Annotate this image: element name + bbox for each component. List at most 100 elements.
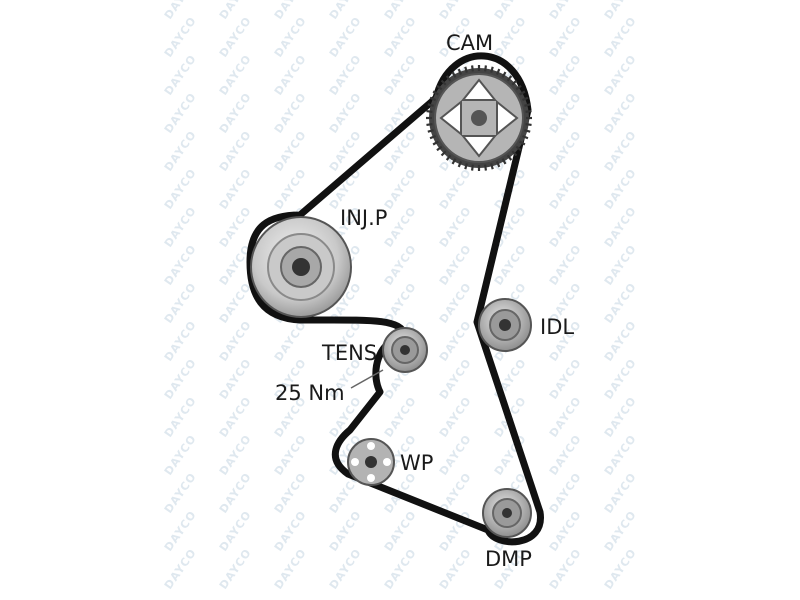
watermark-text: DAYCO (272, 318, 309, 364)
cam-tooth (426, 109, 433, 113)
cam-tooth (464, 66, 468, 73)
watermark-text: DAYCO (272, 546, 309, 592)
watermark-text: DAYCO (602, 166, 639, 212)
cam-tooth (445, 154, 452, 161)
watermark-text: DAYCO (437, 356, 474, 402)
wp-label: WP (400, 451, 433, 475)
tensioner-pulley (382, 327, 428, 373)
cam-pulley (426, 65, 532, 171)
watermark-text: DAYCO (382, 14, 419, 60)
watermark-text: DAYCO (272, 470, 309, 516)
cam-tooth (427, 129, 434, 133)
watermark-text: DAYCO (602, 128, 639, 174)
watermark-text: DAYCO (217, 166, 254, 212)
watermark-text: DAYCO (162, 242, 199, 288)
cam-tooth (515, 145, 522, 152)
watermark-text: DAYCO (162, 546, 199, 592)
cam-tooth (511, 150, 518, 157)
watermark-text: DAYCO (217, 508, 254, 554)
cam-tooth (470, 65, 474, 72)
watermark-text: DAYCO (217, 52, 254, 98)
watermark-text: DAYCO (547, 242, 584, 288)
dmp-label: DMP (485, 547, 532, 571)
watermark-text: DAYCO (602, 90, 639, 136)
injection-pump-pulley (250, 216, 352, 318)
watermark-text: DAYCO (217, 394, 254, 440)
torque-label: 25 Nm (275, 381, 345, 405)
cam-tooth (426, 123, 433, 127)
cam-tooth (464, 163, 468, 170)
watermark-text: DAYCO (382, 166, 419, 212)
watermark-text: DAYCO (492, 14, 529, 60)
tens-label: TENS (321, 341, 377, 365)
watermark-text: DAYCO (162, 52, 199, 98)
cam-tooth (440, 79, 447, 86)
watermark-text: DAYCO (217, 280, 254, 326)
watermark-text: DAYCO (217, 546, 254, 592)
watermark-text: DAYCO (217, 470, 254, 516)
watermark-text: DAYCO (382, 546, 419, 592)
watermark-text: DAYCO (162, 280, 199, 326)
watermark-text: DAYCO (547, 14, 584, 60)
watermark-text: DAYCO (547, 356, 584, 402)
cam-tooth (506, 154, 513, 161)
cam-tooth (427, 103, 434, 107)
injp-label: INJ.P (340, 206, 387, 230)
watermark-text: DAYCO (437, 432, 474, 478)
watermark-text: DAYCO (327, 14, 364, 60)
watermark-text: DAYCO (382, 508, 419, 554)
cam-tooth (445, 75, 452, 82)
watermark-text: DAYCO (602, 394, 639, 440)
watermark-text: DAYCO (547, 204, 584, 250)
watermark-text: DAYCO (327, 546, 364, 592)
watermark-text: DAYCO (272, 432, 309, 478)
cam-tooth (451, 71, 457, 78)
cam-tooth (495, 68, 501, 75)
cam-tooth (501, 71, 507, 78)
watermark-text: DAYCO (602, 508, 639, 554)
cam-tooth (522, 134, 529, 140)
watermark-text: DAYCO (382, 394, 419, 440)
watermark-text: DAYCO (437, 204, 474, 250)
cam-tooth (495, 161, 501, 168)
watermark-text: DAYCO (272, 166, 309, 212)
watermark-text: DAYCO (162, 166, 199, 212)
cam-tooth (457, 161, 463, 168)
cam-tooth (525, 109, 532, 113)
cam-tooth (457, 68, 463, 75)
watermark-text: DAYCO (437, 394, 474, 440)
watermark-text: DAYCO (437, 318, 474, 364)
cam-tooth (501, 158, 507, 165)
watermark-text: DAYCO (547, 508, 584, 554)
watermark-text: DAYCO (437, 242, 474, 288)
cam-tooth (436, 84, 443, 91)
cam-tooth (522, 96, 529, 102)
watermark-text: DAYCO (547, 90, 584, 136)
cam-tooth (429, 134, 436, 140)
watermark-text: DAYCO (162, 318, 199, 364)
watermark-text: DAYCO (602, 52, 639, 98)
watermark-text: DAYCO (547, 52, 584, 98)
watermark-text: DAYCO (162, 470, 199, 516)
cam-tooth (440, 150, 447, 157)
watermark-text: DAYCO (272, 128, 309, 174)
cam-label: CAM (446, 31, 493, 55)
watermark-text: DAYCO (162, 128, 199, 174)
watermark-text: DAYCO (602, 242, 639, 288)
watermark-text: DAYCO (162, 90, 199, 136)
idl-label: IDL (540, 315, 574, 339)
watermark-text: DAYCO (437, 280, 474, 326)
timing-belt (246, 52, 544, 546)
watermark-text: DAYCO (217, 432, 254, 478)
cam-tooth (432, 140, 439, 146)
watermark-text: DAYCO (162, 14, 199, 60)
watermark-text: DAYCO (217, 356, 254, 402)
cam-tooth (436, 145, 443, 152)
watermark-text: DAYCO (547, 432, 584, 478)
watermark-text: DAYCO (602, 470, 639, 516)
cam-tooth (511, 79, 518, 86)
cam-tooth (490, 66, 494, 73)
cam-tooth (484, 65, 488, 72)
watermark-text: DAYCO (217, 90, 254, 136)
watermark-text: DAYCO (382, 52, 419, 98)
